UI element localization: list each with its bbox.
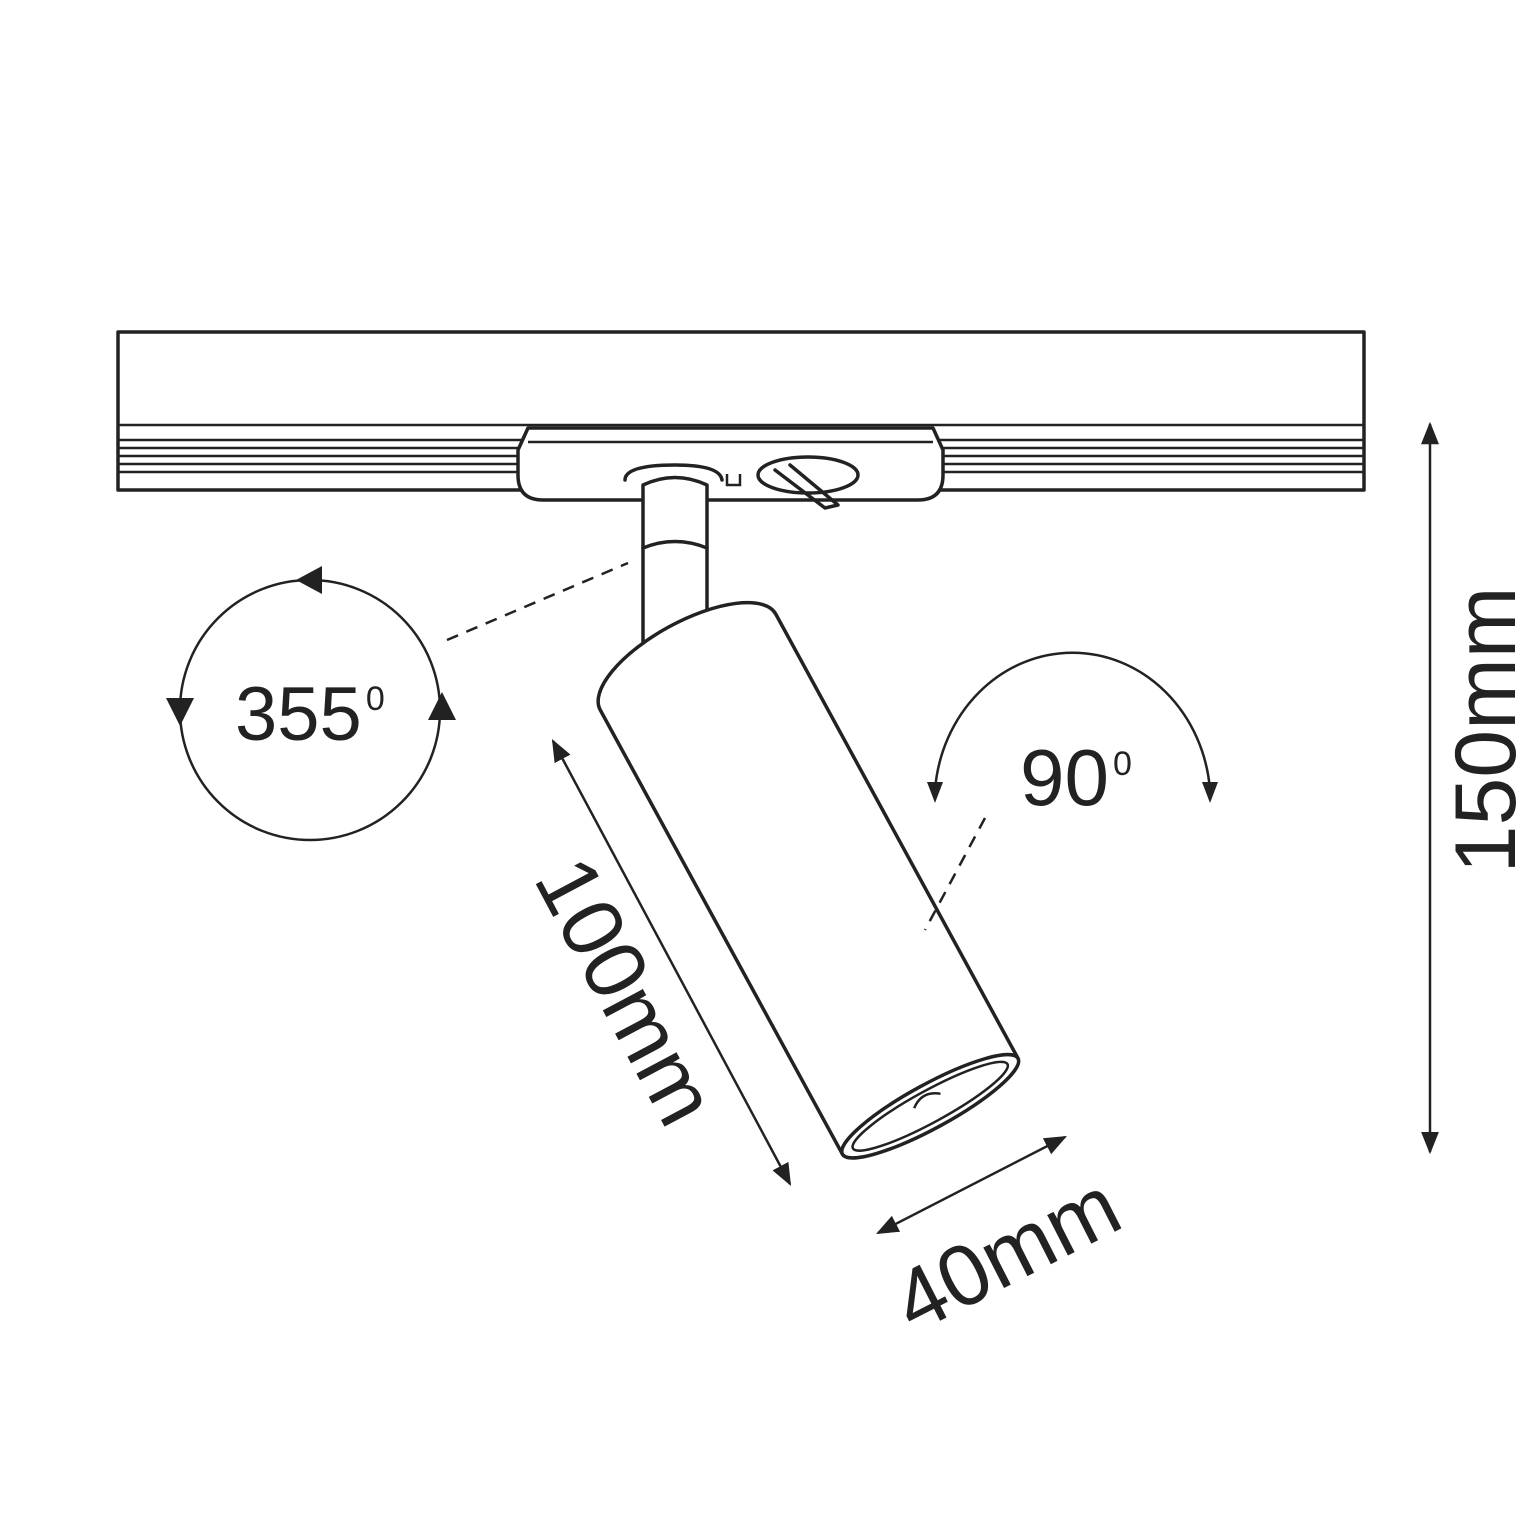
arrow-up-icon [428, 692, 456, 720]
horizontal-rotation-value: 355 [235, 672, 362, 757]
arrow-down-icon [927, 782, 943, 803]
track-adapter [516, 426, 945, 510]
diameter-dimension: 40mm [875, 1135, 1135, 1351]
lens [840, 1052, 1021, 1160]
arrow-down-icon [1202, 782, 1218, 803]
diameter-label: 40mm [879, 1157, 1135, 1351]
arrow-down-icon [166, 698, 194, 726]
arrow-left-icon [296, 566, 322, 594]
tilt-value: 90 [1020, 733, 1109, 822]
svg-text:900: 900 [1020, 733, 1132, 822]
height-dimension: 150mm [1421, 421, 1534, 1155]
degree-mark: 0 [1113, 745, 1132, 783]
height-label: 150mm [1438, 587, 1534, 874]
degree-mark: 0 [366, 680, 385, 718]
